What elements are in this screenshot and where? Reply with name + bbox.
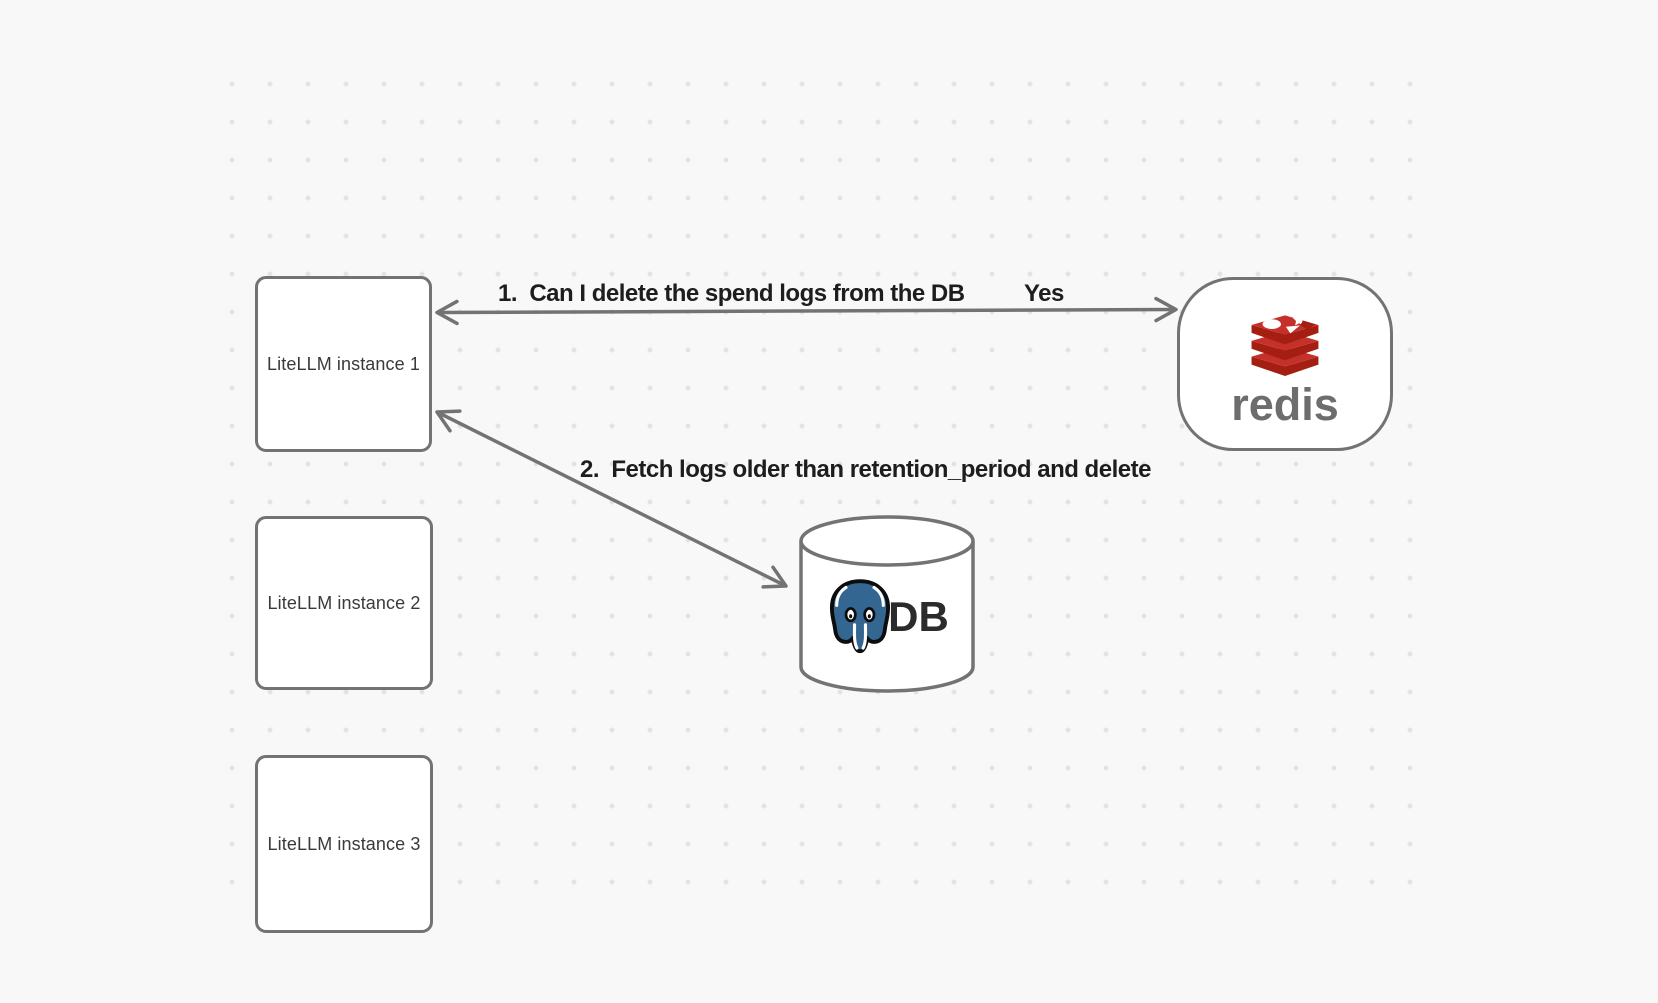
postgresql-icon	[830, 579, 891, 654]
edge-2-label[interactable]: 2. Fetch logs older than retention_perio…	[580, 456, 1151, 483]
node-litellm-instance-1-label: LiteLLM instance 1	[267, 353, 420, 374]
db-label: DB	[888, 593, 949, 640]
edge-2-arrow[interactable]	[435, 409, 788, 589]
node-db[interactable]: DB	[795, 512, 979, 696]
edge-1-arrow[interactable]	[435, 296, 1178, 326]
node-litellm-instance-3[interactable]: LiteLLM instance 3	[255, 755, 433, 933]
node-redis[interactable]: redis	[1177, 277, 1393, 451]
redis-wordmark: redis	[1231, 379, 1339, 430]
redis-icon	[1251, 313, 1319, 377]
node-litellm-instance-2[interactable]: LiteLLM instance 2	[255, 516, 433, 690]
node-litellm-instance-3-label: LiteLLM instance 3	[267, 833, 421, 854]
edge-1-response-label[interactable]: Yes	[1024, 280, 1064, 307]
node-litellm-instance-1[interactable]: LiteLLM instance 1	[255, 276, 432, 452]
edge-1-label[interactable]: 1. Can I delete the spend logs from the …	[498, 280, 965, 307]
node-litellm-instance-2-label: LiteLLM instance 2	[267, 592, 421, 613]
